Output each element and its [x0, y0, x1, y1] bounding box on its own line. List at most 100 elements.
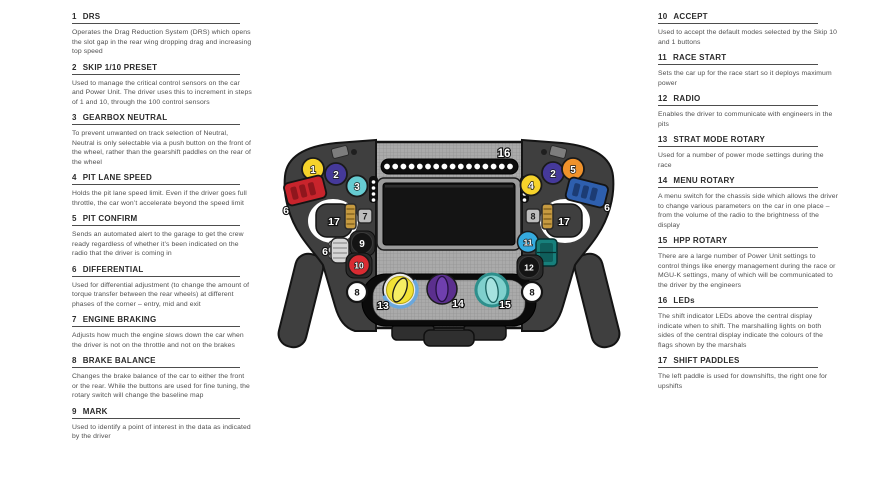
divider	[658, 146, 818, 147]
divider	[72, 124, 240, 125]
legend-item-description: Adjusts how much the engine slows down t…	[72, 332, 244, 349]
brake-balance-rotary	[541, 203, 554, 230]
display-screen	[382, 182, 516, 246]
engine-braking-rotary	[344, 203, 357, 230]
pit-lane-speed-label: 4	[528, 181, 534, 192]
engine-braking-chip	[357, 208, 373, 224]
legend-item-description: Enables the driver to communicate with e…	[658, 111, 833, 128]
divider	[72, 184, 240, 185]
leds-label: 16	[498, 148, 511, 160]
gearbox-neutral-button	[345, 174, 369, 198]
race-start-label: 11	[524, 238, 533, 248]
divider	[72, 326, 240, 327]
legend-item-description: To prevent unwanted on track selection o…	[72, 130, 252, 166]
legend-item-description: The left paddle is used for downshifts, …	[658, 373, 828, 390]
steering-wheel-svg: 17 17 16	[277, 138, 621, 349]
drs-button-label: 1	[310, 165, 316, 176]
radio-button-label: 12	[524, 263, 534, 273]
divider	[658, 23, 818, 24]
skip-1-button-label: 2	[333, 170, 339, 181]
divider	[72, 73, 240, 75]
neutral-button-label: 3	[354, 182, 360, 193]
diff-entry-label: 6	[283, 205, 289, 217]
display-glare	[385, 185, 513, 188]
brake-plus-label: 8	[529, 288, 534, 299]
pit-confirm-label: 5	[570, 165, 576, 176]
mark-button-label: 9	[359, 239, 365, 250]
menu-label: 14	[452, 298, 464, 310]
legend-item-description: The shift indicator LEDs above the centr…	[658, 313, 824, 349]
hpp-label: 15	[499, 299, 511, 311]
diff-switch-exit	[564, 176, 609, 209]
brake-plus-button	[520, 280, 544, 304]
legend-item-description: Used to identify a point of interest in …	[72, 423, 251, 441]
brake-balance-chip	[525, 208, 541, 224]
pit-lane-speed-button	[519, 173, 543, 197]
legend-item-description: Operates the Drag Reduction System (DRS)…	[72, 29, 252, 55]
diff-mid-label: 6	[322, 246, 328, 258]
bottom-tab-center	[423, 329, 475, 347]
engine-braking-label: 7	[362, 212, 367, 222]
brake-minus-label: 8	[354, 288, 359, 299]
skip-1-button	[324, 162, 348, 186]
divider	[72, 275, 240, 277]
legend-item-description: Sends an automated alert to the garage t…	[72, 231, 244, 257]
screw-right-icon	[541, 149, 547, 155]
screw-left-icon	[351, 149, 357, 155]
divider	[658, 187, 818, 188]
divider	[658, 367, 818, 368]
legend-item-description: Changes the brake balance of the car to …	[72, 373, 250, 399]
brake-minus-button	[345, 280, 369, 304]
legend-item-description: Used for a number of power mode settings…	[658, 152, 824, 169]
legend-item-description: Holds the pit lane speed limit. Even if …	[72, 190, 247, 207]
grip-left	[277, 252, 325, 349]
radio-button	[518, 256, 540, 278]
legend-item-description: Used to manage the critical control sens…	[72, 79, 252, 106]
divider	[658, 307, 818, 308]
divider	[658, 64, 818, 65]
marshal-lights-left	[369, 176, 378, 203]
paddle-right-label: 17	[558, 216, 570, 228]
legend-item-description: Used for differential adjustment (to cha…	[72, 281, 250, 308]
diff-switch-entry	[283, 174, 328, 207]
diff-switch-mid	[327, 237, 350, 264]
diff-exit-label: 6	[604, 202, 610, 214]
divider	[658, 105, 818, 106]
divider	[72, 417, 240, 419]
legend-item-description: Used to accept the default modes selecte…	[658, 29, 838, 46]
led-strip	[380, 158, 519, 175]
steering-wheel-figure: 17 17 16	[277, 138, 621, 350]
skip-10-button-label: 2	[550, 169, 556, 180]
menu-knob	[426, 273, 458, 305]
